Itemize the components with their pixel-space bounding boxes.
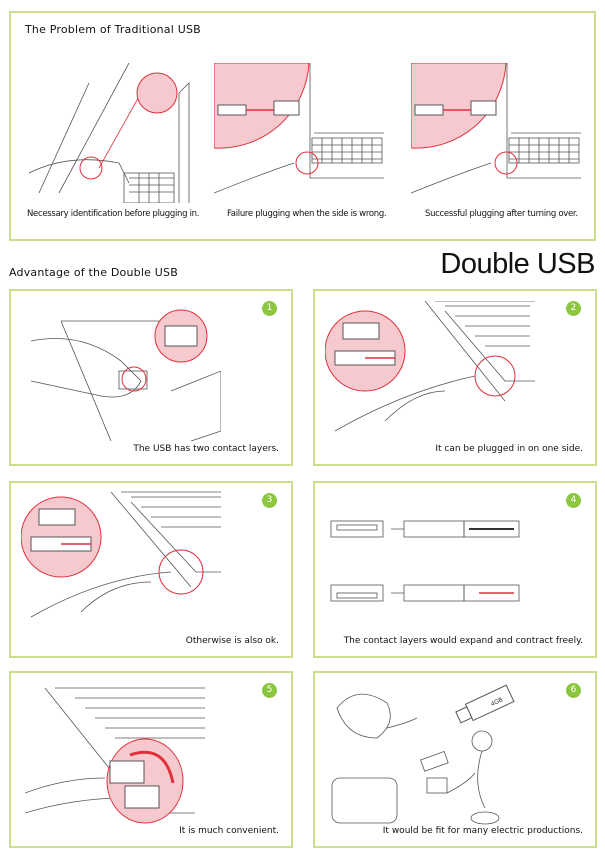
illustration-expand-contract: [330, 520, 520, 602]
mouse-icon: [336, 693, 391, 739]
panel-caption: Otherwise is also ok.: [185, 636, 279, 646]
panel-4: 4 The contact layers would expand and co…: [313, 481, 597, 658]
step-badge: 6: [566, 683, 581, 698]
panel-5: 5 It is much convenient.: [9, 671, 293, 848]
panel-caption: It can be plugged in on one side.: [435, 444, 583, 454]
illustration-identification: [29, 63, 190, 203]
step-badge: 1: [262, 301, 277, 316]
panel-6: 6 4GB It would be fit for many electric …: [313, 671, 597, 848]
caption-failure: Failure plugging when the side is wrong.: [227, 209, 387, 219]
illustration-success: [411, 63, 581, 194]
panel-caption: It would be fit for many electric produc…: [382, 826, 583, 836]
section-heading: The Problem of Traditional USB: [25, 23, 201, 36]
panel-caption: The contact layers would expand and cont…: [343, 636, 583, 646]
illustration-two-layers: [30, 309, 221, 441]
step-badge: 3: [262, 493, 277, 508]
traditional-usb-section: The Problem of Traditional USB: [9, 11, 596, 241]
illustration-other-side: [21, 491, 221, 618]
illustration-one-side: [325, 301, 535, 432]
step-badge: 5: [262, 683, 277, 698]
panel-caption: It is much convenient.: [179, 826, 279, 836]
illustration-failure: [214, 63, 384, 194]
advantage-heading: Advantage of the Double USB: [9, 266, 178, 279]
illustration-convenient: [25, 687, 205, 824]
step-badge: 2: [566, 301, 581, 316]
panel-3: 3 Otherwise is also ok.: [9, 481, 293, 658]
panel-2: 2 It can be plugged in on one side.: [313, 289, 597, 466]
mp3-player-icon: [331, 777, 398, 824]
caption-identification: Necessary identification before plugging…: [27, 209, 200, 219]
panel-1: 1 The USB has two contact layers.: [9, 289, 293, 466]
illustration-devices: 4GB: [331, 684, 515, 825]
step-badge: 4: [566, 493, 581, 508]
page-title: Double USB: [440, 248, 595, 280]
caption-success: Successful plugging after turning over.: [425, 209, 578, 219]
device-label: 4GB: [490, 696, 504, 708]
panel-caption: The USB has two contact layers.: [133, 444, 279, 454]
